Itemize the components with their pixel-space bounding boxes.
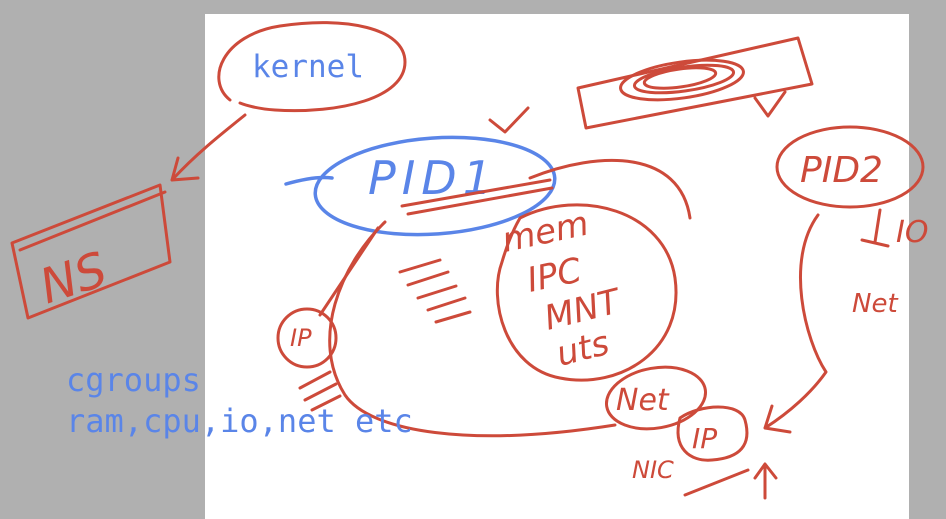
ip-left-link bbox=[318, 226, 380, 317]
pid2-bubble bbox=[775, 125, 925, 209]
pid2-down-arrow bbox=[860, 208, 890, 248]
pid1-underline-1 bbox=[400, 178, 552, 208]
checkmark-2 bbox=[488, 106, 530, 134]
scribble-1 bbox=[619, 58, 745, 102]
kernel-to-ns-arrow bbox=[170, 113, 247, 182]
cgroups-label: cgroups bbox=[66, 361, 201, 399]
hatch-marks-ip bbox=[298, 370, 342, 412]
net-right-label: Net bbox=[852, 289, 898, 319]
ip-bottom-bubble bbox=[676, 405, 749, 462]
pid1-underline-2 bbox=[406, 186, 554, 216]
net-label: Net bbox=[616, 383, 670, 418]
up-arrow bbox=[753, 462, 778, 500]
ip-left-label: IP bbox=[290, 324, 312, 352]
ip-left-bubble bbox=[276, 307, 338, 369]
kernel-label: kernel bbox=[252, 49, 364, 85]
cgroups-detail-label: ram,cpu,io,net etc bbox=[66, 402, 413, 440]
nic-label: NIC bbox=[632, 456, 674, 484]
pid2-to-ip-arrow bbox=[763, 213, 828, 434]
whiteboard bbox=[205, 14, 909, 519]
checkmark-1 bbox=[753, 90, 787, 118]
pid1-pointer bbox=[284, 175, 334, 186]
ip-bottom-label: IP bbox=[692, 422, 717, 455]
namespace-label-mem: mem bbox=[499, 204, 593, 261]
ns-label: NS bbox=[33, 242, 113, 316]
kernel-bubble bbox=[217, 21, 407, 113]
nic-underline bbox=[683, 468, 750, 497]
io-label: IO bbox=[896, 215, 928, 250]
scribble-3 bbox=[642, 66, 718, 90]
ns-box bbox=[10, 183, 172, 320]
pid1-bubble bbox=[313, 135, 557, 237]
namespaces-bubble bbox=[495, 203, 678, 382]
pid1-label: PID1 bbox=[368, 151, 498, 205]
pid2-label: PID2 bbox=[800, 150, 883, 191]
hatch-marks-center bbox=[398, 258, 472, 324]
scribbled-box bbox=[576, 36, 814, 130]
pid1-to-ns-arc bbox=[528, 158, 692, 220]
net-bubble bbox=[604, 365, 708, 431]
